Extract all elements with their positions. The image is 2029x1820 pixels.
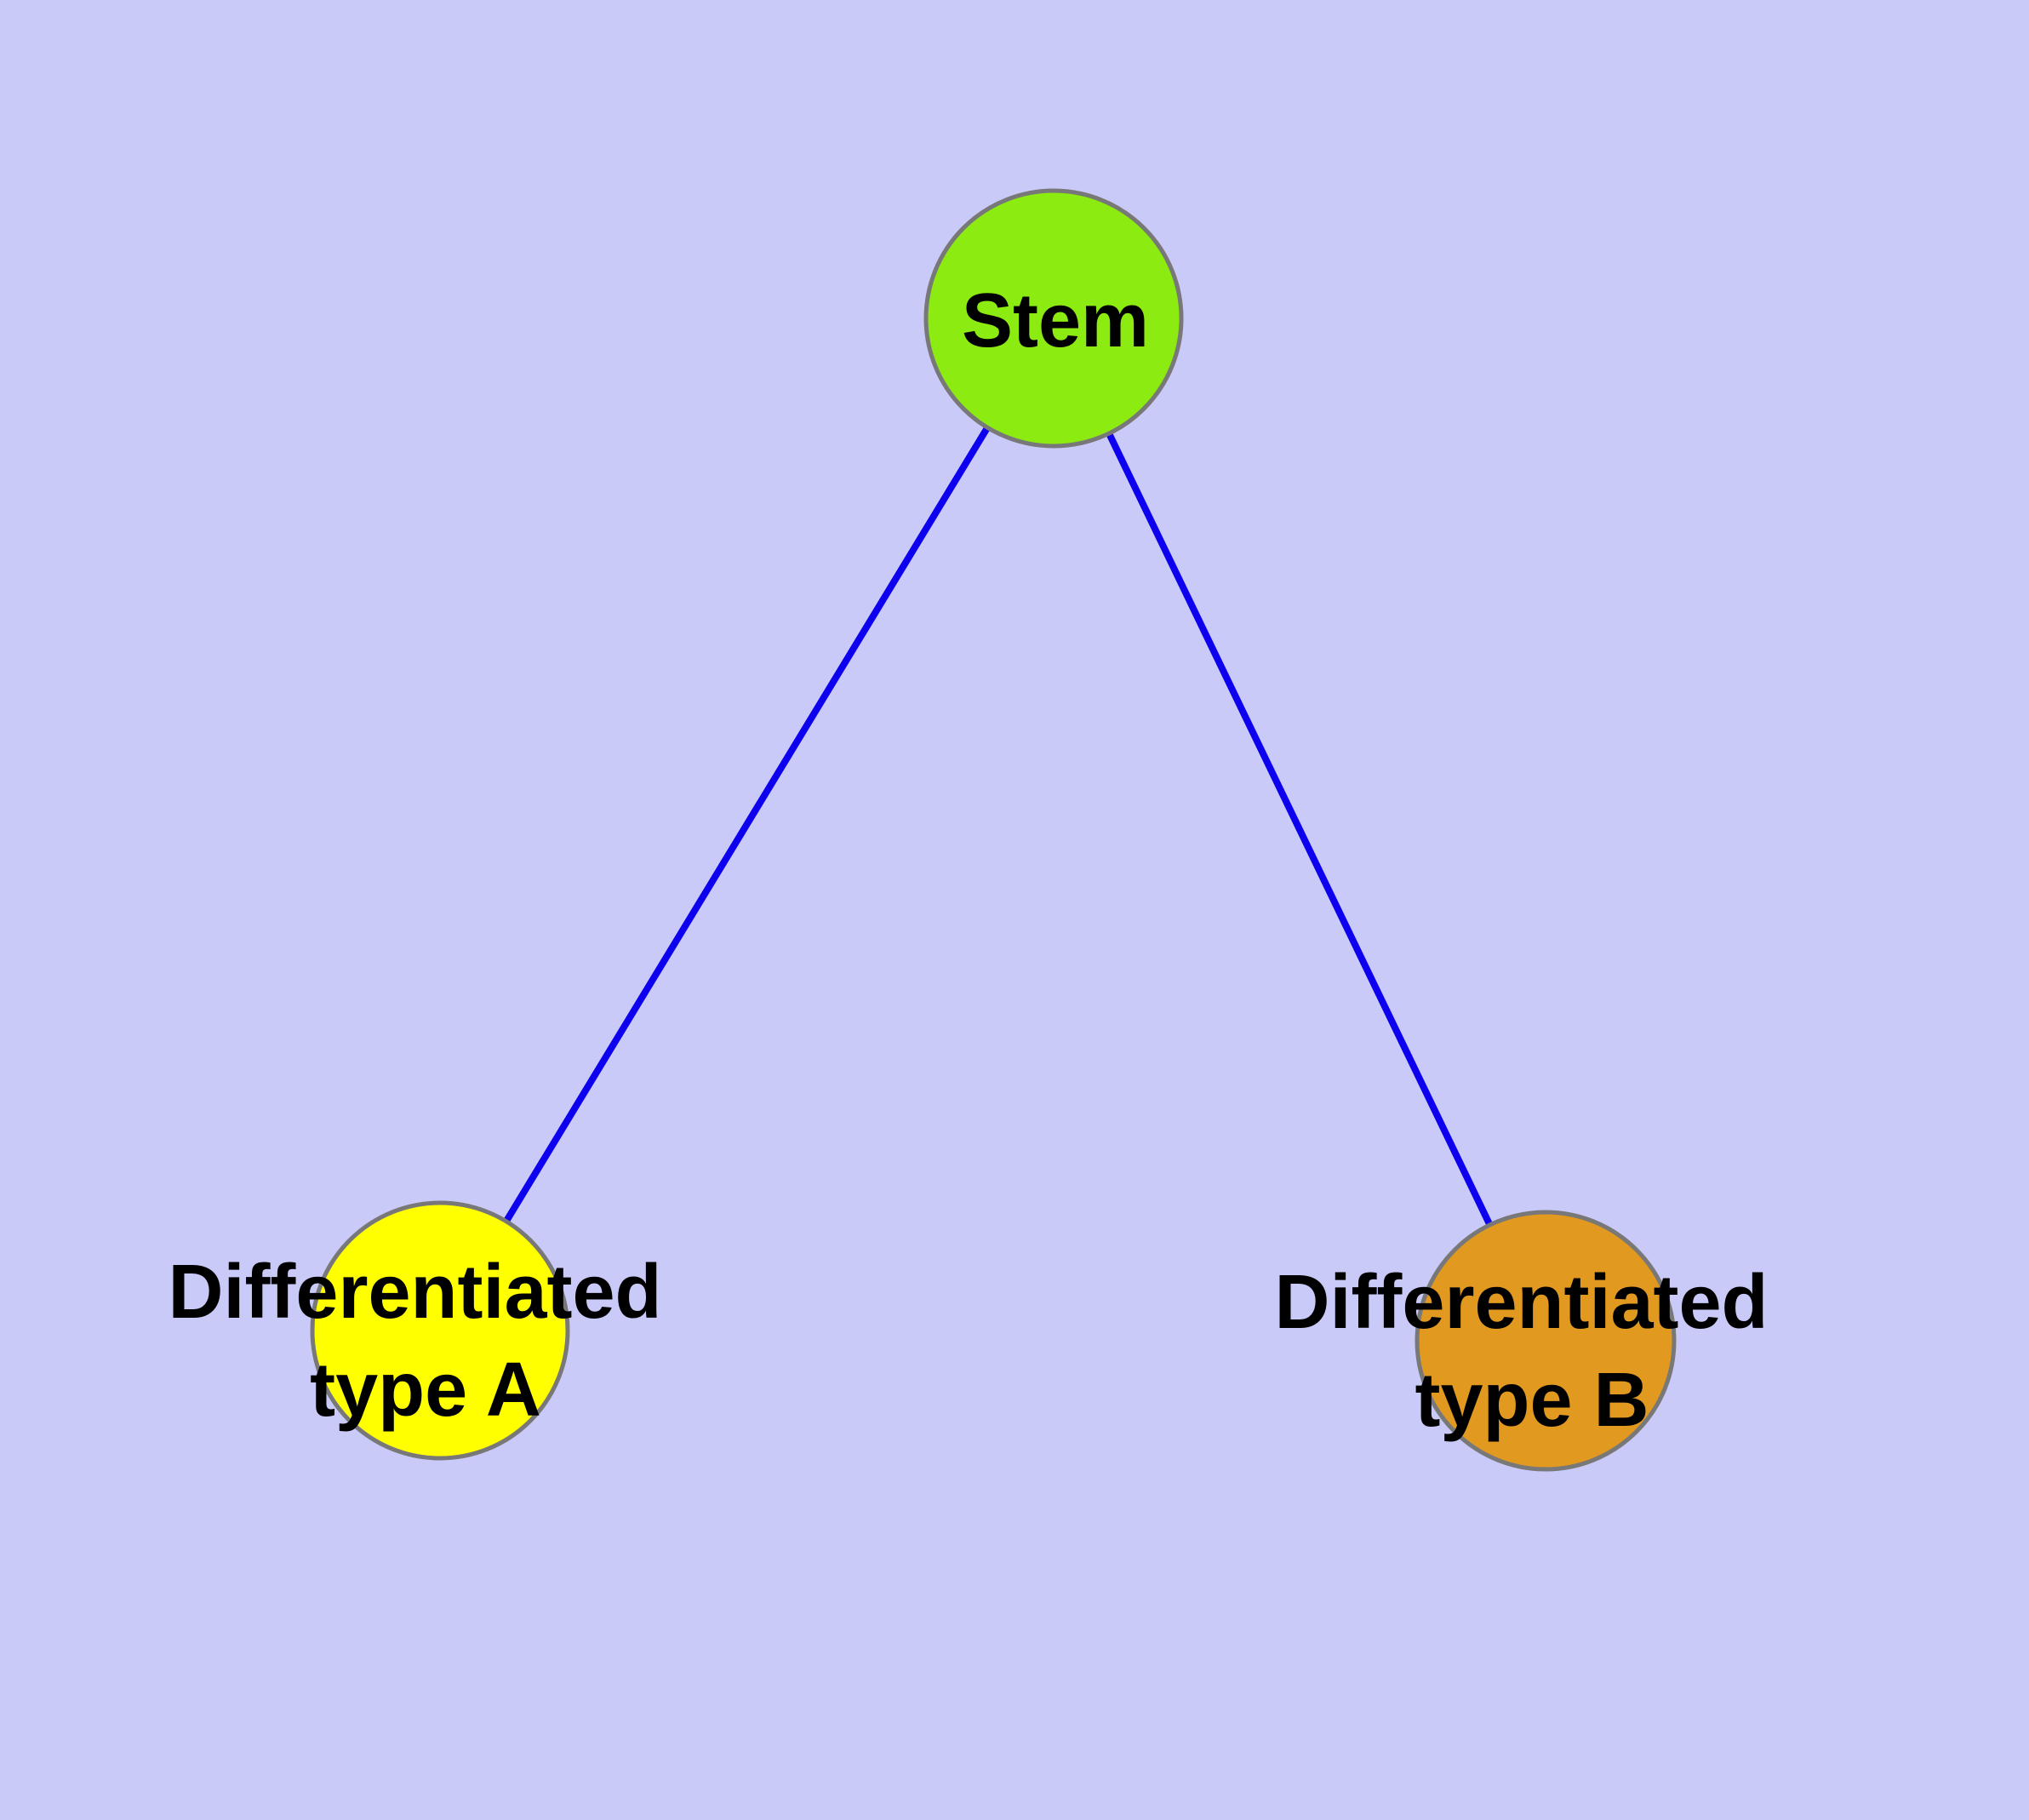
node-type-a [310, 1200, 570, 1461]
node-type-a-label-line2: type A [310, 1348, 541, 1433]
node-type-b-label-line2: type B [1415, 1358, 1649, 1443]
node-type-a-label: Differentiated type A [168, 1250, 683, 1433]
edge-stem-to-type-a [437, 316, 1057, 1333]
node-type-b-label-line1: Differentiated [1274, 1260, 1768, 1345]
node-stem [923, 188, 1184, 449]
node-type-b [1415, 1210, 1677, 1472]
edge-stem-to-type-b [1050, 317, 1549, 1342]
node-type-a-label-line1: Differentiated [168, 1250, 661, 1335]
node-stem-label: Stem [962, 278, 1149, 363]
node-type-b-label: Differentiated type B [1274, 1260, 1789, 1443]
